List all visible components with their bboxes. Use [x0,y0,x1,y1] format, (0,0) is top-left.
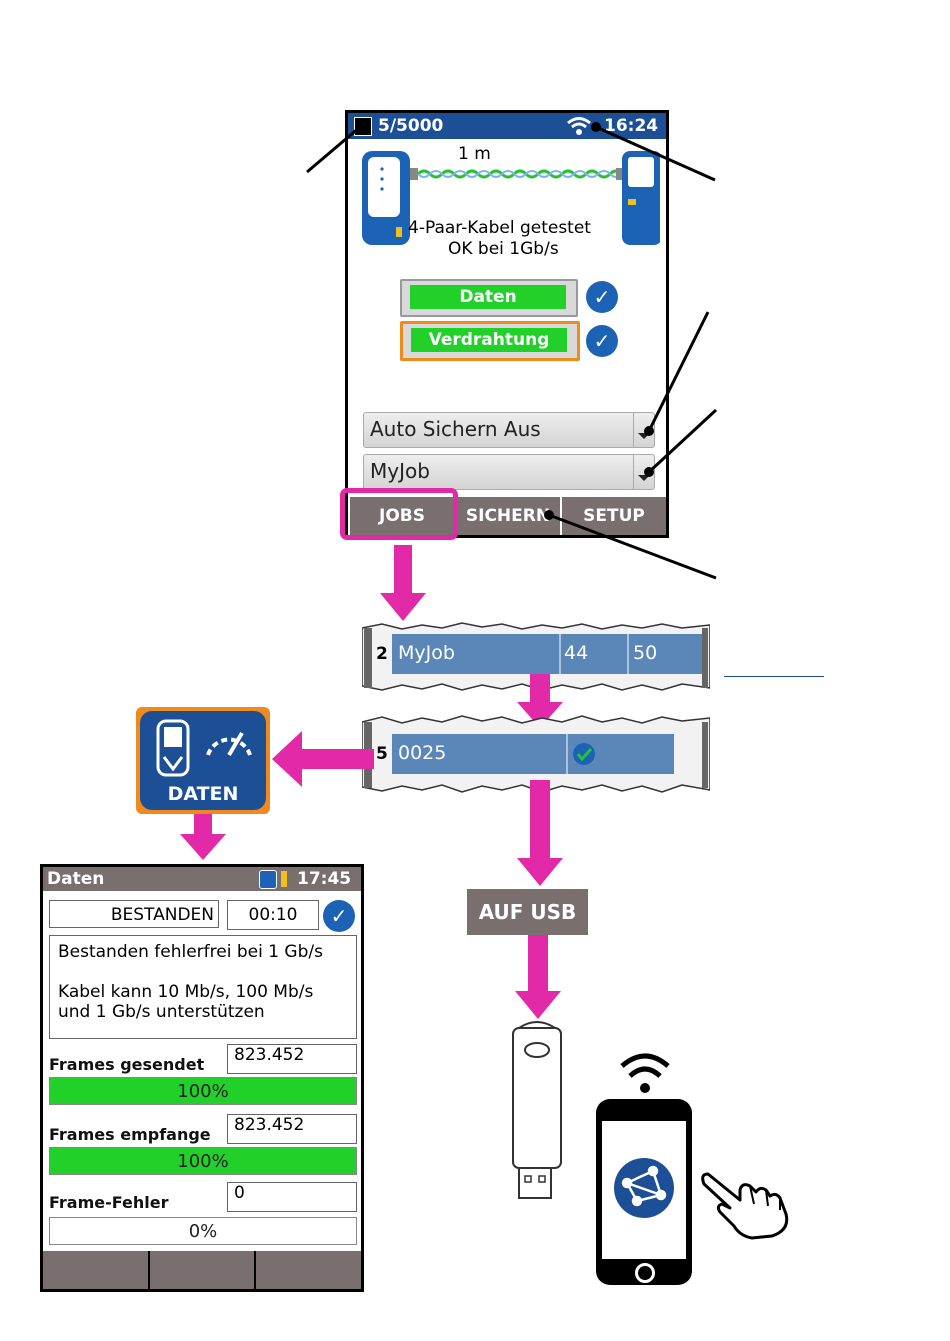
message-box: Bestanden fehlerfrei bei 1 Gb/s Kabel ka… [49,935,357,1039]
pointing-hand-icon [701,1172,789,1240]
auf-usb-button[interactable]: AUF USB [467,889,588,935]
jobs-softkey[interactable]: JOBS [350,497,454,535]
arrow-down-icon [517,780,563,886]
usb-stick-icon [512,1021,562,1199]
verdrahtung-check-icon: ✓ [586,325,618,357]
frame-errors-label: Frame-Fehler [49,1193,169,1212]
records-table-strip: 5 0025 [362,714,710,794]
frames-sent-progress: 100% [49,1077,357,1105]
battery-icon [259,870,277,889]
daten-result-screen: Daten 17:45 BESTANDEN 00:10 ✓ Bestanden … [40,864,364,1292]
softkey-3[interactable] [256,1251,361,1289]
record-row-index: 5 [376,744,388,764]
sichern-softkey[interactable]: SICHERN [456,497,560,535]
jobs-highlight [340,488,458,540]
record-count: 5/5000 [378,116,444,136]
setup-softkey[interactable]: SETUP [562,497,666,535]
verdrahtung-test-label: Verdrahtung [411,328,567,352]
clock-time: 16:24 [604,116,659,136]
jobs-row-col1: 44 [564,642,589,664]
softkey-bar [43,1251,361,1289]
jobs-row-index: 2 [376,644,388,664]
status-field: BESTANDEN [49,900,219,928]
cable-length: 1 m [458,144,491,164]
jobs-row-name[interactable]: MyJob [398,642,455,664]
speedometer-icon [206,731,252,757]
cable-diagram-icon [362,151,660,245]
frames-received-label: Frames empfange [49,1125,211,1144]
jobs-table-strip: 2 MyJob 44 50 [362,622,710,692]
jobs-row-col2: 50 [633,642,658,664]
frame-errors-progress: 0% [49,1217,357,1245]
autosave-value: Auto Sichern Aus [370,417,541,441]
arrow-down-icon [517,674,563,728]
frames-sent-value: 823.452 [227,1044,357,1074]
status-bar: 5/5000 16:24 [348,113,666,139]
result-line-2: OK bei 1Gb/s [448,239,559,259]
wifi-icon [566,115,592,142]
arrow-down-icon [380,545,426,621]
arrow-left-icon [272,731,374,787]
frames-sent-label: Frames gesendet [49,1055,205,1074]
job-dropdown[interactable]: MyJob [363,454,655,490]
battery-level-icon [281,871,287,887]
callout-lines [306,122,718,580]
frames-received-progress: 100% [49,1147,357,1175]
autosave-dropdown[interactable]: Auto Sichern Aus [363,412,655,448]
softkey-2[interactable] [150,1251,256,1289]
message-line-3: und 1 Gb/s unterstützen [58,1002,265,1022]
daten-title: Daten [47,869,105,889]
smartphone-icon [596,1099,692,1285]
tester-screen: 5/5000 16:24 1 m 4-Paar-Kabel getestet O… [345,110,669,538]
link-underline [724,676,824,677]
tester-icon [156,719,190,777]
frame-errors-value: 0 [227,1182,357,1212]
daten-status-bar: Daten 17:45 [43,867,361,891]
job-value: MyJob [370,459,430,483]
app-logo-icon [614,1158,674,1218]
daten-check-icon: ✓ [586,281,618,313]
result-line-1: 4-Paar-Kabel getestet [408,218,591,238]
message-line-2: Kabel kann 10 Mb/s, 100 Mb/s [58,982,314,1002]
passed-check-icon: ✓ [323,900,355,932]
wifi-icon [620,1053,670,1093]
daten-test-label: Daten [410,285,566,309]
record-row-name[interactable]: 0025 [398,742,447,764]
daten-app-icon[interactable]: DATEN [136,707,270,814]
daten-icon-label: DATEN [167,783,239,805]
softkey-1[interactable] [43,1251,150,1289]
arrow-down-icon [515,935,561,1019]
daten-time: 17:45 [297,869,352,889]
verdrahtung-test-button[interactable]: Verdrahtung [400,321,580,361]
daten-test-button[interactable]: Daten [400,279,578,317]
message-line-1: Bestanden fehlerfrei bei 1 Gb/s [58,942,323,962]
duration-field: 00:10 [227,900,319,930]
arrow-down-icon [180,814,226,860]
frames-received-value: 823.452 [227,1114,357,1144]
